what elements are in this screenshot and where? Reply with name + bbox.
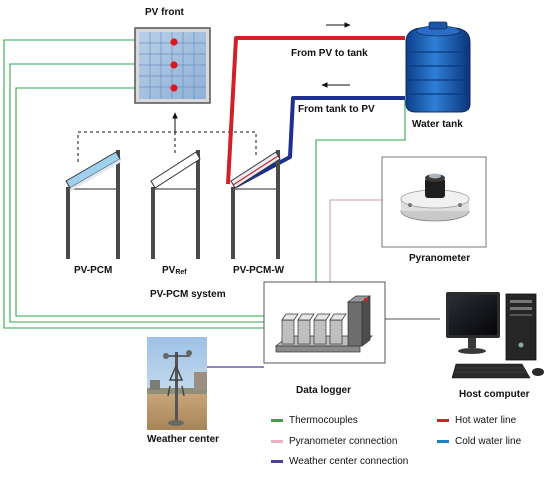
from-tank-to-pv-label: From tank to PV [298,104,375,115]
pyranometer-connection [329,199,382,282]
sensor-point-bottom [170,84,178,92]
pv-ref-label-subscript: Ref [175,269,187,276]
pv-pcm-w-label: PV-PCM-W [233,265,285,276]
pyranometer-device [381,156,487,248]
pv-pcm-stand [65,150,121,259]
sensor-point-top [170,38,178,46]
dashed-panel-link [77,112,257,162]
water-tank-label: Water tank [412,119,463,130]
thermocouple-wire-2 [9,63,264,323]
hot-water-line [226,36,405,185]
cold-water-line [235,96,405,188]
pyranometer-label: Pyranometer [409,253,471,264]
data-logger-label: Data logger [296,385,352,396]
pv-pcm-w-stand [230,150,281,259]
data-logger-device [263,281,386,364]
pv-pcm-label: PV-PCM [74,265,113,276]
pv-front-label: PV front [145,7,184,18]
pv-ref-label-main: PV [162,265,176,276]
from-pv-to-tank-label: From PV to tank [291,48,368,59]
pv-pcm-system-label: PV-PCM system [150,289,226,300]
pv-ref-stand [150,150,201,259]
sensor-point-middle [170,61,178,69]
pv-ref-label: PVRef [162,265,187,276]
pv-front-panel [134,27,211,104]
host-computer-label: Host computer [459,389,530,400]
host-computer-device [446,292,544,379]
thermocouple-wire-3 [15,87,264,317]
thermocouple-wire-4 [315,100,406,282]
water-tank [405,21,471,113]
thermocouple-wires [3,39,406,329]
weather-center-label: Weather center [147,434,220,445]
weather-center-photo [147,337,207,430]
thermocouple-wire-1 [3,39,264,329]
